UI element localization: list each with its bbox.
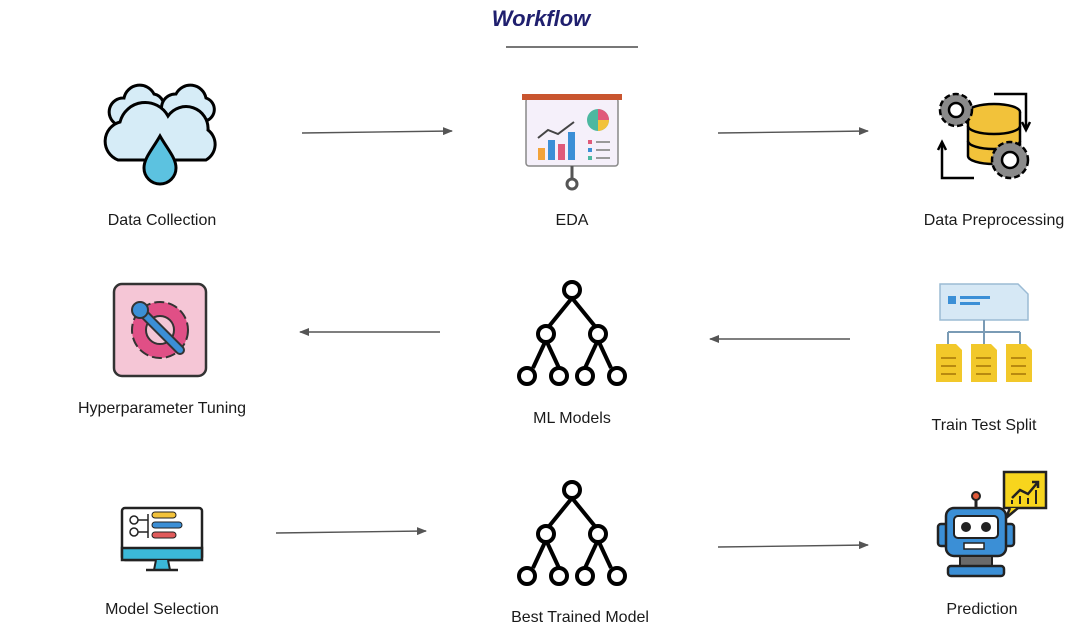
data-collection-label: Data Collection (107, 212, 217, 229)
cloud-rain-icon (103, 83, 217, 186)
arrow-eda-to-preprocessing (717, 127, 869, 136)
train-test-split-label: Train Test Split (931, 417, 1037, 434)
eda-label: EDA (555, 212, 589, 229)
gear-wrench-icon (112, 282, 208, 378)
title-underline (506, 46, 638, 48)
best-trained-model-label: Best Trained Model (511, 609, 649, 626)
diagram-title: Workflow (491, 6, 591, 31)
tree-network-icon (517, 280, 627, 386)
monitor-options-icon (120, 506, 204, 572)
arrow-best-to-prediction (717, 541, 869, 550)
data-preprocessing-label: Data Preprocessing (923, 212, 1065, 229)
ml-models-label: ML Models (533, 410, 611, 427)
presentation-chart-icon (522, 94, 622, 191)
arrow-collection-to-eda (301, 127, 453, 136)
gear-database-icon (936, 92, 1032, 180)
tree-network-icon (517, 480, 627, 586)
prediction-label: Prediction (946, 601, 1018, 618)
robot-chart-icon (936, 470, 1048, 578)
arrow-selection-to-best (275, 527, 427, 536)
model-selection-label: Model Selection (105, 601, 219, 618)
document-split-icon (936, 283, 1032, 382)
hyperparameter-tuning-label: Hyperparameter Tuning (77, 400, 247, 417)
